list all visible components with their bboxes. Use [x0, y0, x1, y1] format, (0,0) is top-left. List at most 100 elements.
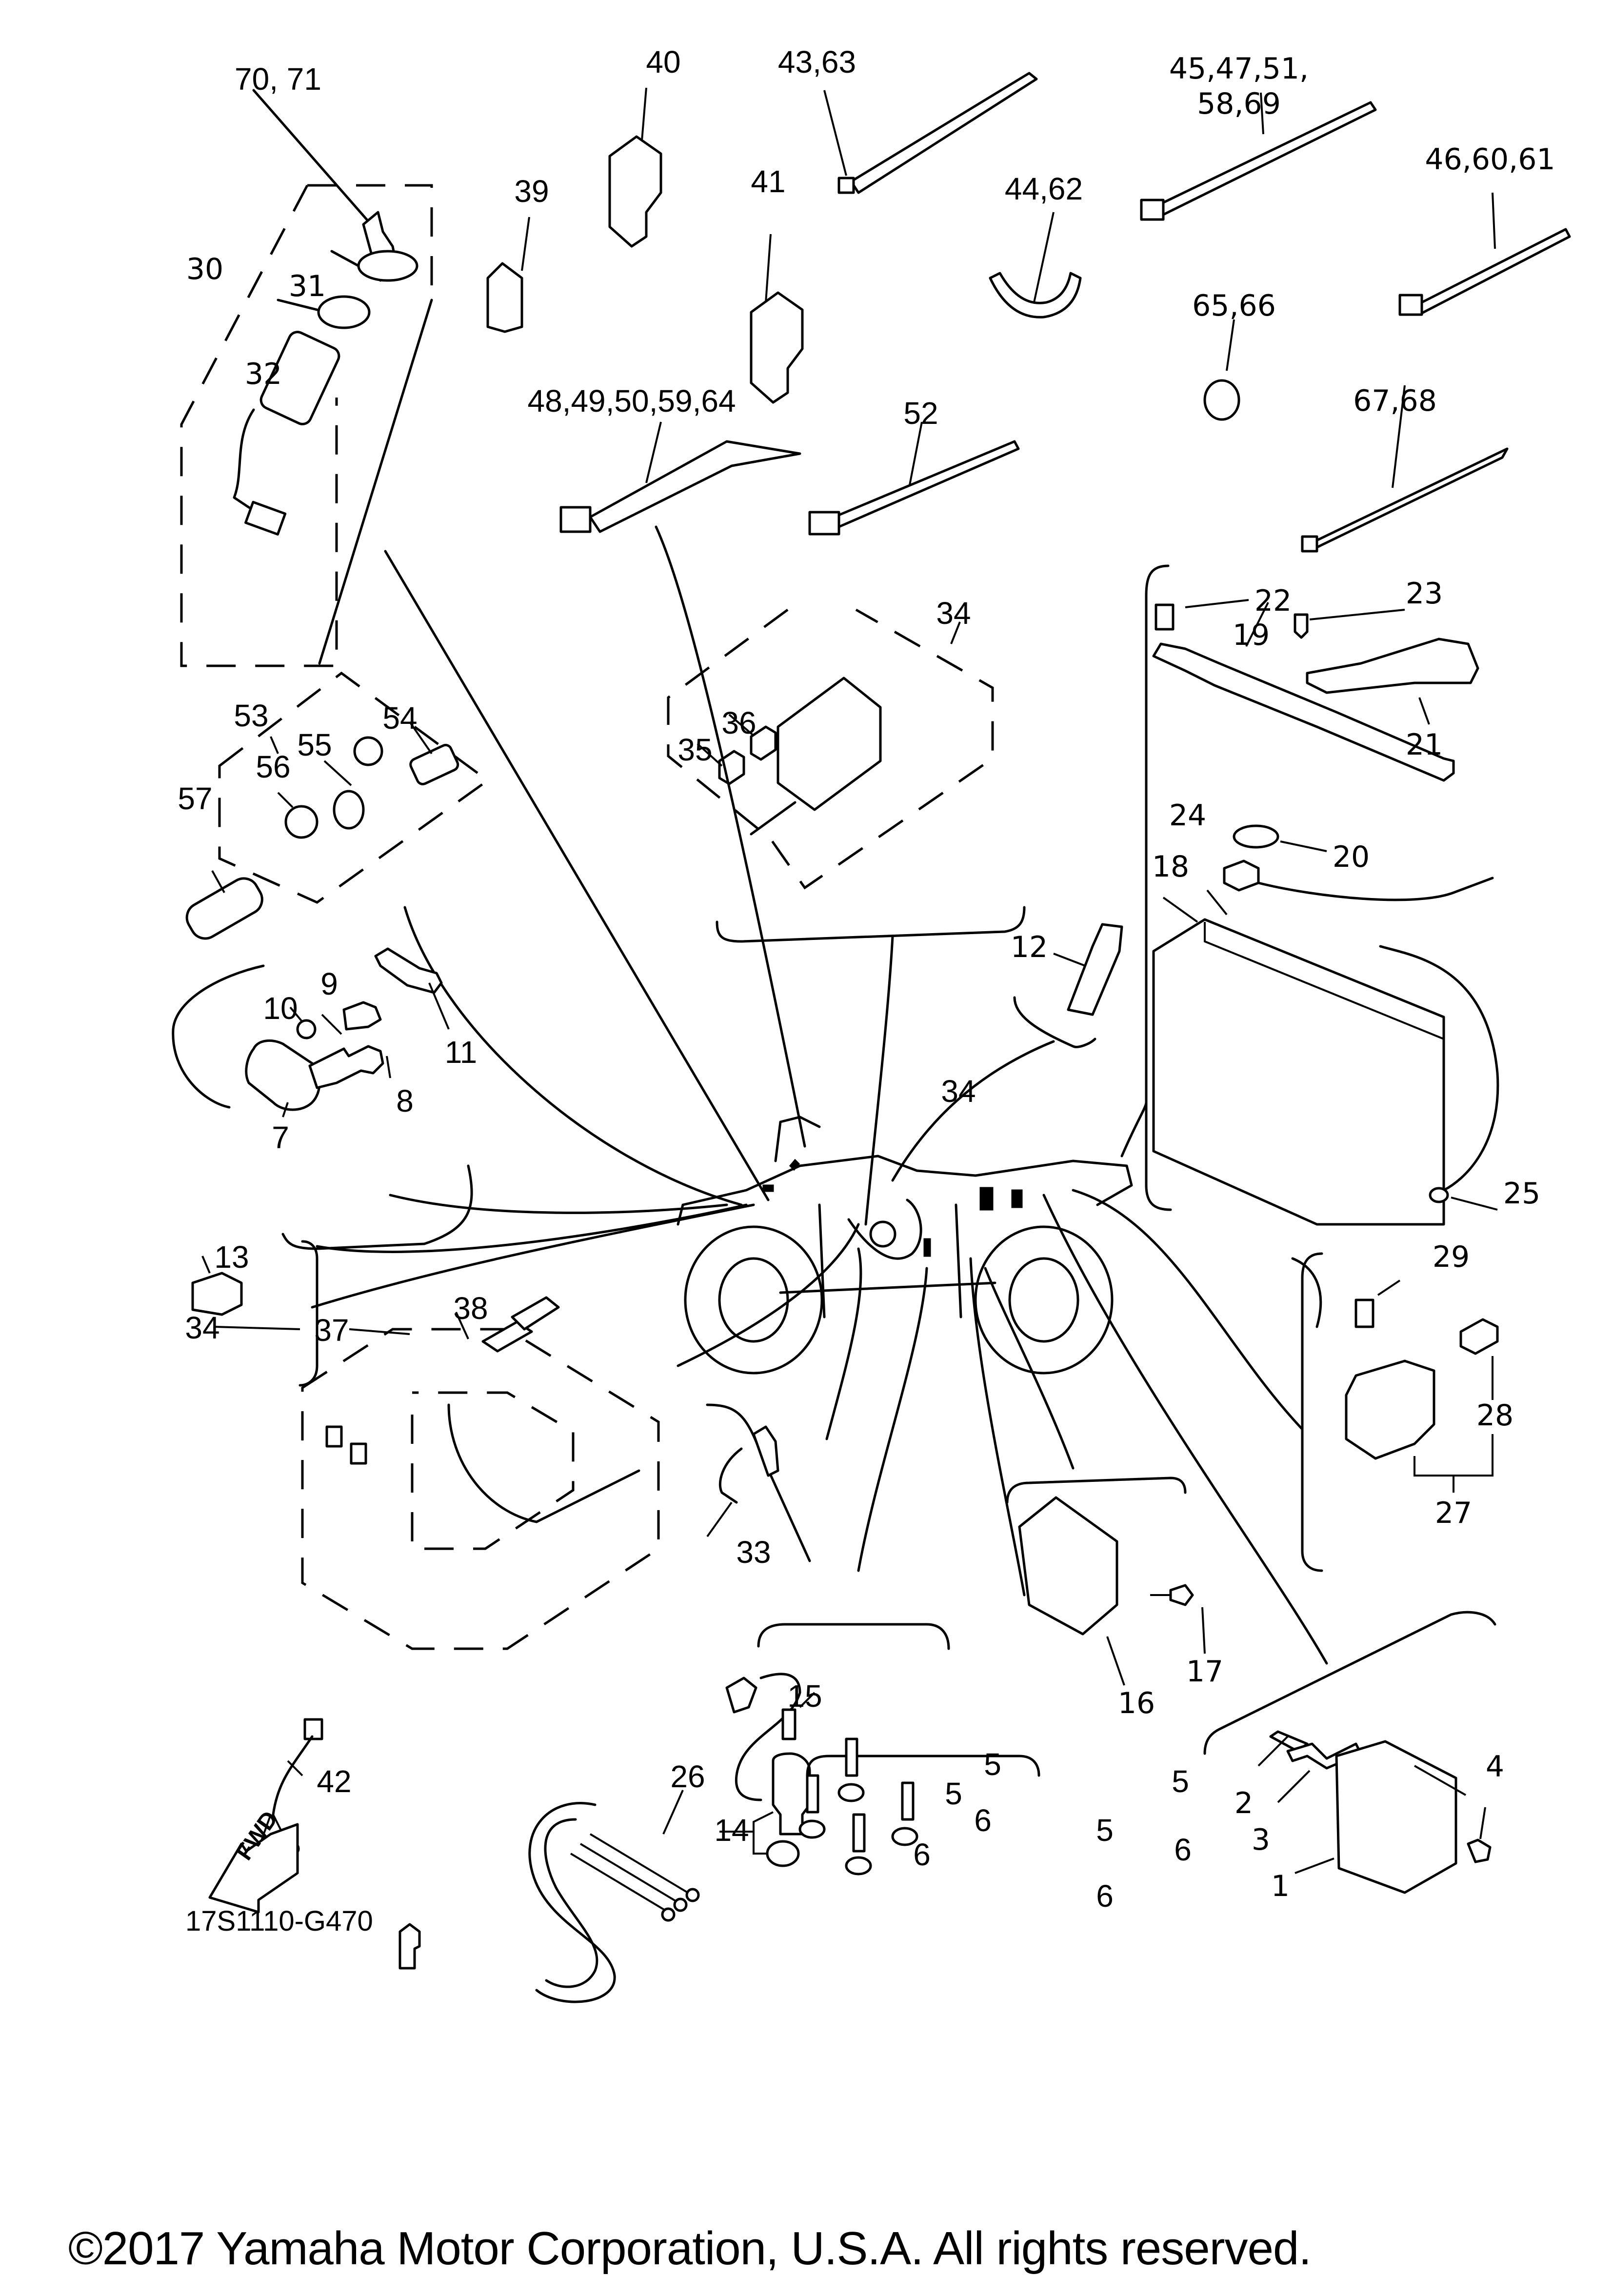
bolt-8-icon — [308, 1045, 384, 1089]
starter-relay-group — [1301, 1252, 1499, 1572]
ecu-icon — [1335, 1740, 1457, 1894]
callout-12: 12 — [1010, 930, 1048, 964]
callout-3: 3 — [1251, 1823, 1271, 1857]
o-ring-icon — [766, 1840, 800, 1867]
fuse-28-icon — [1459, 1318, 1499, 1355]
callout-32: 32 — [244, 357, 282, 391]
callout-39: 39 — [514, 174, 549, 209]
coupler-39-icon — [486, 262, 523, 333]
callout-65-66: 65,66 — [1192, 289, 1276, 323]
battery-band-icon — [1152, 642, 1455, 782]
starter-relay-icon — [1345, 1359, 1435, 1460]
dc-jack-icon — [409, 743, 459, 785]
battery-group — [1145, 564, 1499, 1226]
ignition-coil-icon — [245, 1039, 321, 1111]
battery-lead-terminal-icon — [1429, 1187, 1449, 1203]
callout-2: 2 — [1234, 1786, 1254, 1820]
nut-icon — [317, 295, 371, 329]
callout-4: 4 — [1485, 1750, 1505, 1784]
callout-10: 10 — [263, 991, 298, 1026]
lead-group — [214, 1296, 660, 1650]
main-switch-group — [180, 89, 433, 667]
callout-13: 13 — [214, 1239, 249, 1275]
callout-5-b: 5 — [1172, 1764, 1189, 1799]
callout-37: 37 — [314, 1313, 349, 1348]
callout-6-a: 6 — [974, 1803, 992, 1838]
callout-34-lead: 34 — [185, 1310, 220, 1345]
callout-57: 57 — [178, 781, 213, 816]
callout-52: 52 — [903, 396, 938, 431]
callout-34-fusebox: 34 — [936, 596, 971, 631]
callout-24: 24 — [1169, 799, 1207, 833]
switch-12-icon — [1067, 923, 1123, 1016]
callout-7: 7 — [272, 1120, 289, 1155]
fwd-arrow-icon — [208, 1823, 299, 1914]
callout-36: 36 — [721, 705, 757, 740]
connector-mark — [979, 1187, 994, 1211]
fuse-box-group — [667, 608, 1026, 1226]
dc-jack-cap-icon — [333, 790, 365, 830]
key-cover-icon — [357, 250, 418, 282]
regulator-icon — [1018, 1496, 1118, 1636]
spark-plug-cap-icon — [374, 947, 443, 994]
screw-2-icon — [1269, 1730, 1309, 1753]
leader-line — [384, 550, 770, 1201]
bolt-15-icon — [781, 1708, 797, 1740]
callout-42: 42 — [317, 1764, 352, 1799]
callout-20: 20 — [1332, 840, 1370, 874]
coupler-38-icon — [481, 1320, 533, 1353]
callout-38: 38 — [453, 1291, 488, 1326]
cable-tie-43-icon — [850, 72, 1038, 194]
callout-16: 16 — [1117, 1686, 1155, 1720]
callout-5-a: 5 — [984, 1747, 1001, 1782]
callout-54: 54 — [382, 700, 418, 736]
callout-35: 35 — [677, 732, 713, 767]
callout-67-68: 67,68 — [1353, 384, 1437, 418]
callout-70-71: 70, 71 — [235, 61, 321, 97]
callout-22: 22 — [1254, 584, 1292, 618]
callout-17: 17 — [1186, 1655, 1224, 1689]
cable-tie-67-icon — [1313, 447, 1509, 549]
callout-46-60-61: 46,60,61 — [1425, 142, 1555, 177]
callout-11: 11 — [444, 1035, 478, 1070]
holder-65-icon — [1203, 379, 1240, 421]
speed-sensor-icon — [772, 1752, 811, 1836]
callout-6-b: 6 — [913, 1837, 931, 1872]
bolt-17-icon — [1169, 1584, 1194, 1606]
drawing-code: 17S1110-G470 — [185, 1905, 373, 1937]
fwd-arrow — [208, 1823, 299, 1914]
callout-45-47-51-58-69: 45,47,51, 58,69 — [1169, 52, 1309, 121]
callout-55: 55 — [297, 727, 332, 762]
battery-cover-icon — [1306, 638, 1479, 694]
band-52-icon — [833, 440, 1020, 528]
switch-body-icon — [259, 331, 340, 425]
callout-56: 56 — [256, 749, 291, 784]
washer-6-icon — [798, 1819, 826, 1839]
fuse-36-icon — [750, 725, 777, 761]
band-48-icon — [589, 440, 801, 533]
leader-lines — [311, 525, 1328, 1665]
callout-23: 23 — [1405, 577, 1443, 611]
lead-connector-icon — [303, 1718, 323, 1740]
callout-48-49-50-59-64: 48,49,50,59,64 — [527, 383, 736, 419]
callout-28: 28 — [1476, 1398, 1514, 1433]
callout-8: 8 — [396, 1083, 414, 1118]
callout-18: 18 — [1152, 850, 1190, 884]
callout-43-63: 43,63 — [777, 44, 856, 80]
bolt-4-icon — [1467, 1838, 1492, 1863]
ignition-coil-group — [172, 947, 728, 1250]
callout-30: 30 — [186, 252, 224, 286]
bolt-5-icon — [806, 1774, 819, 1814]
bolt-9-icon — [342, 1001, 382, 1031]
clamp-44-icon — [989, 272, 1082, 319]
sensor-connector-icon — [725, 1677, 757, 1714]
dc-jack-group — [185, 671, 743, 1206]
callout-15: 15 — [787, 1678, 822, 1714]
callout-25: 25 — [1503, 1177, 1541, 1211]
callout-33: 33 — [736, 1535, 771, 1570]
atv-vehicle-illustration — [677, 1116, 1133, 1375]
terminal-cover-icon — [1223, 859, 1260, 892]
callout-5-c: 5 — [945, 1776, 962, 1811]
band-46-icon — [1415, 228, 1571, 315]
